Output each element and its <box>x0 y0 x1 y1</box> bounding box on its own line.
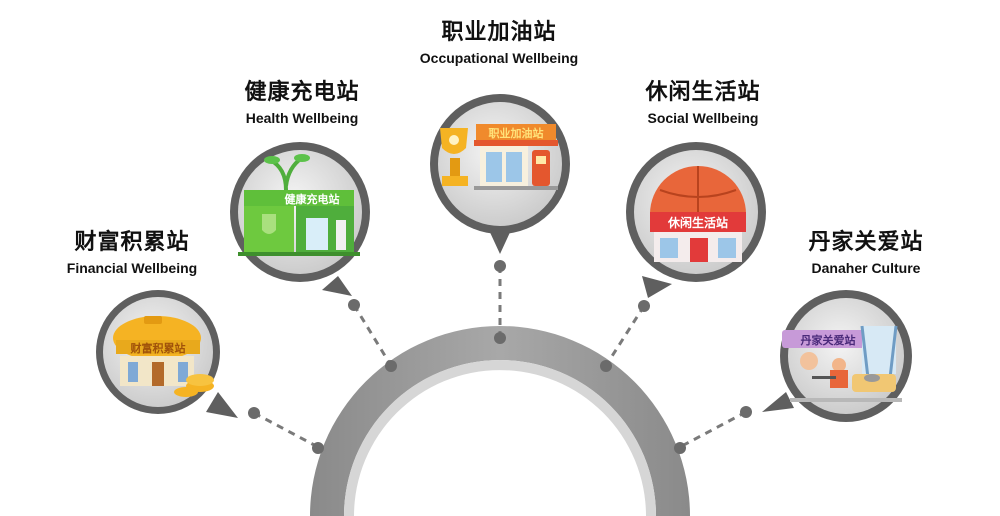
station-title-en: Social Wellbeing <box>647 110 759 126</box>
station-title-en: Danaher Culture <box>811 260 921 276</box>
basketball-building-illustration-icon: 休闲生活站 <box>650 166 746 262</box>
station-label-culture: 丹家关爱站 Danaher Culture <box>808 229 923 277</box>
central-arc <box>310 326 690 516</box>
occupational-sign-text: 职业加油站 <box>489 126 544 140</box>
bubble-social: 休闲生活站 <box>626 142 766 298</box>
station-title-zh: 休闲生活站 <box>645 80 761 105</box>
home-office-illustration-icon: 丹家关爱站 <box>782 325 902 402</box>
station-title-en: Health Wellbeing <box>245 110 359 126</box>
social-sign-text: 休闲生活站 <box>667 215 728 230</box>
charging-station-illustration-icon: 健康充电站 <box>238 154 360 256</box>
station-title-zh: 健康充电站 <box>244 80 360 105</box>
health-sign-text: 健康充电站 <box>285 192 340 206</box>
bubble-culture: 丹家关爱站 <box>762 290 912 422</box>
culture-sign-text: 丹家关爱站 <box>801 333 856 347</box>
station-label-health: 健康充电站 Health Wellbeing <box>244 79 359 127</box>
station-title-zh: 财富积累站 <box>74 230 190 255</box>
bubble-health: 健康充电站 <box>230 142 370 296</box>
station-label-occupational: 职业加油站 Occupational Wellbeing <box>420 19 578 67</box>
station-label-social: 休闲生活站 Social Wellbeing <box>645 79 760 127</box>
bubble-occupational: 职业加油站 <box>430 94 570 254</box>
station-title-zh: 职业加油站 <box>441 20 557 45</box>
bubble-financial: 财富积累站 <box>96 290 238 418</box>
gas-station-illustration-icon: 职业加油站 <box>440 124 558 190</box>
financial-sign-text: 财富积累站 <box>130 341 186 355</box>
station-title-en: Occupational Wellbeing <box>419 50 579 66</box>
station-title-en: Financial Wellbeing <box>66 260 198 276</box>
connector-lines <box>253 266 747 449</box>
connector-dots <box>248 260 752 454</box>
station-label-financial: 财富积累站 Financial Wellbeing <box>67 229 197 277</box>
station-title-zh: 丹家关爱站 <box>808 230 924 255</box>
bank-illustration-icon: 财富积累站 <box>113 316 214 397</box>
